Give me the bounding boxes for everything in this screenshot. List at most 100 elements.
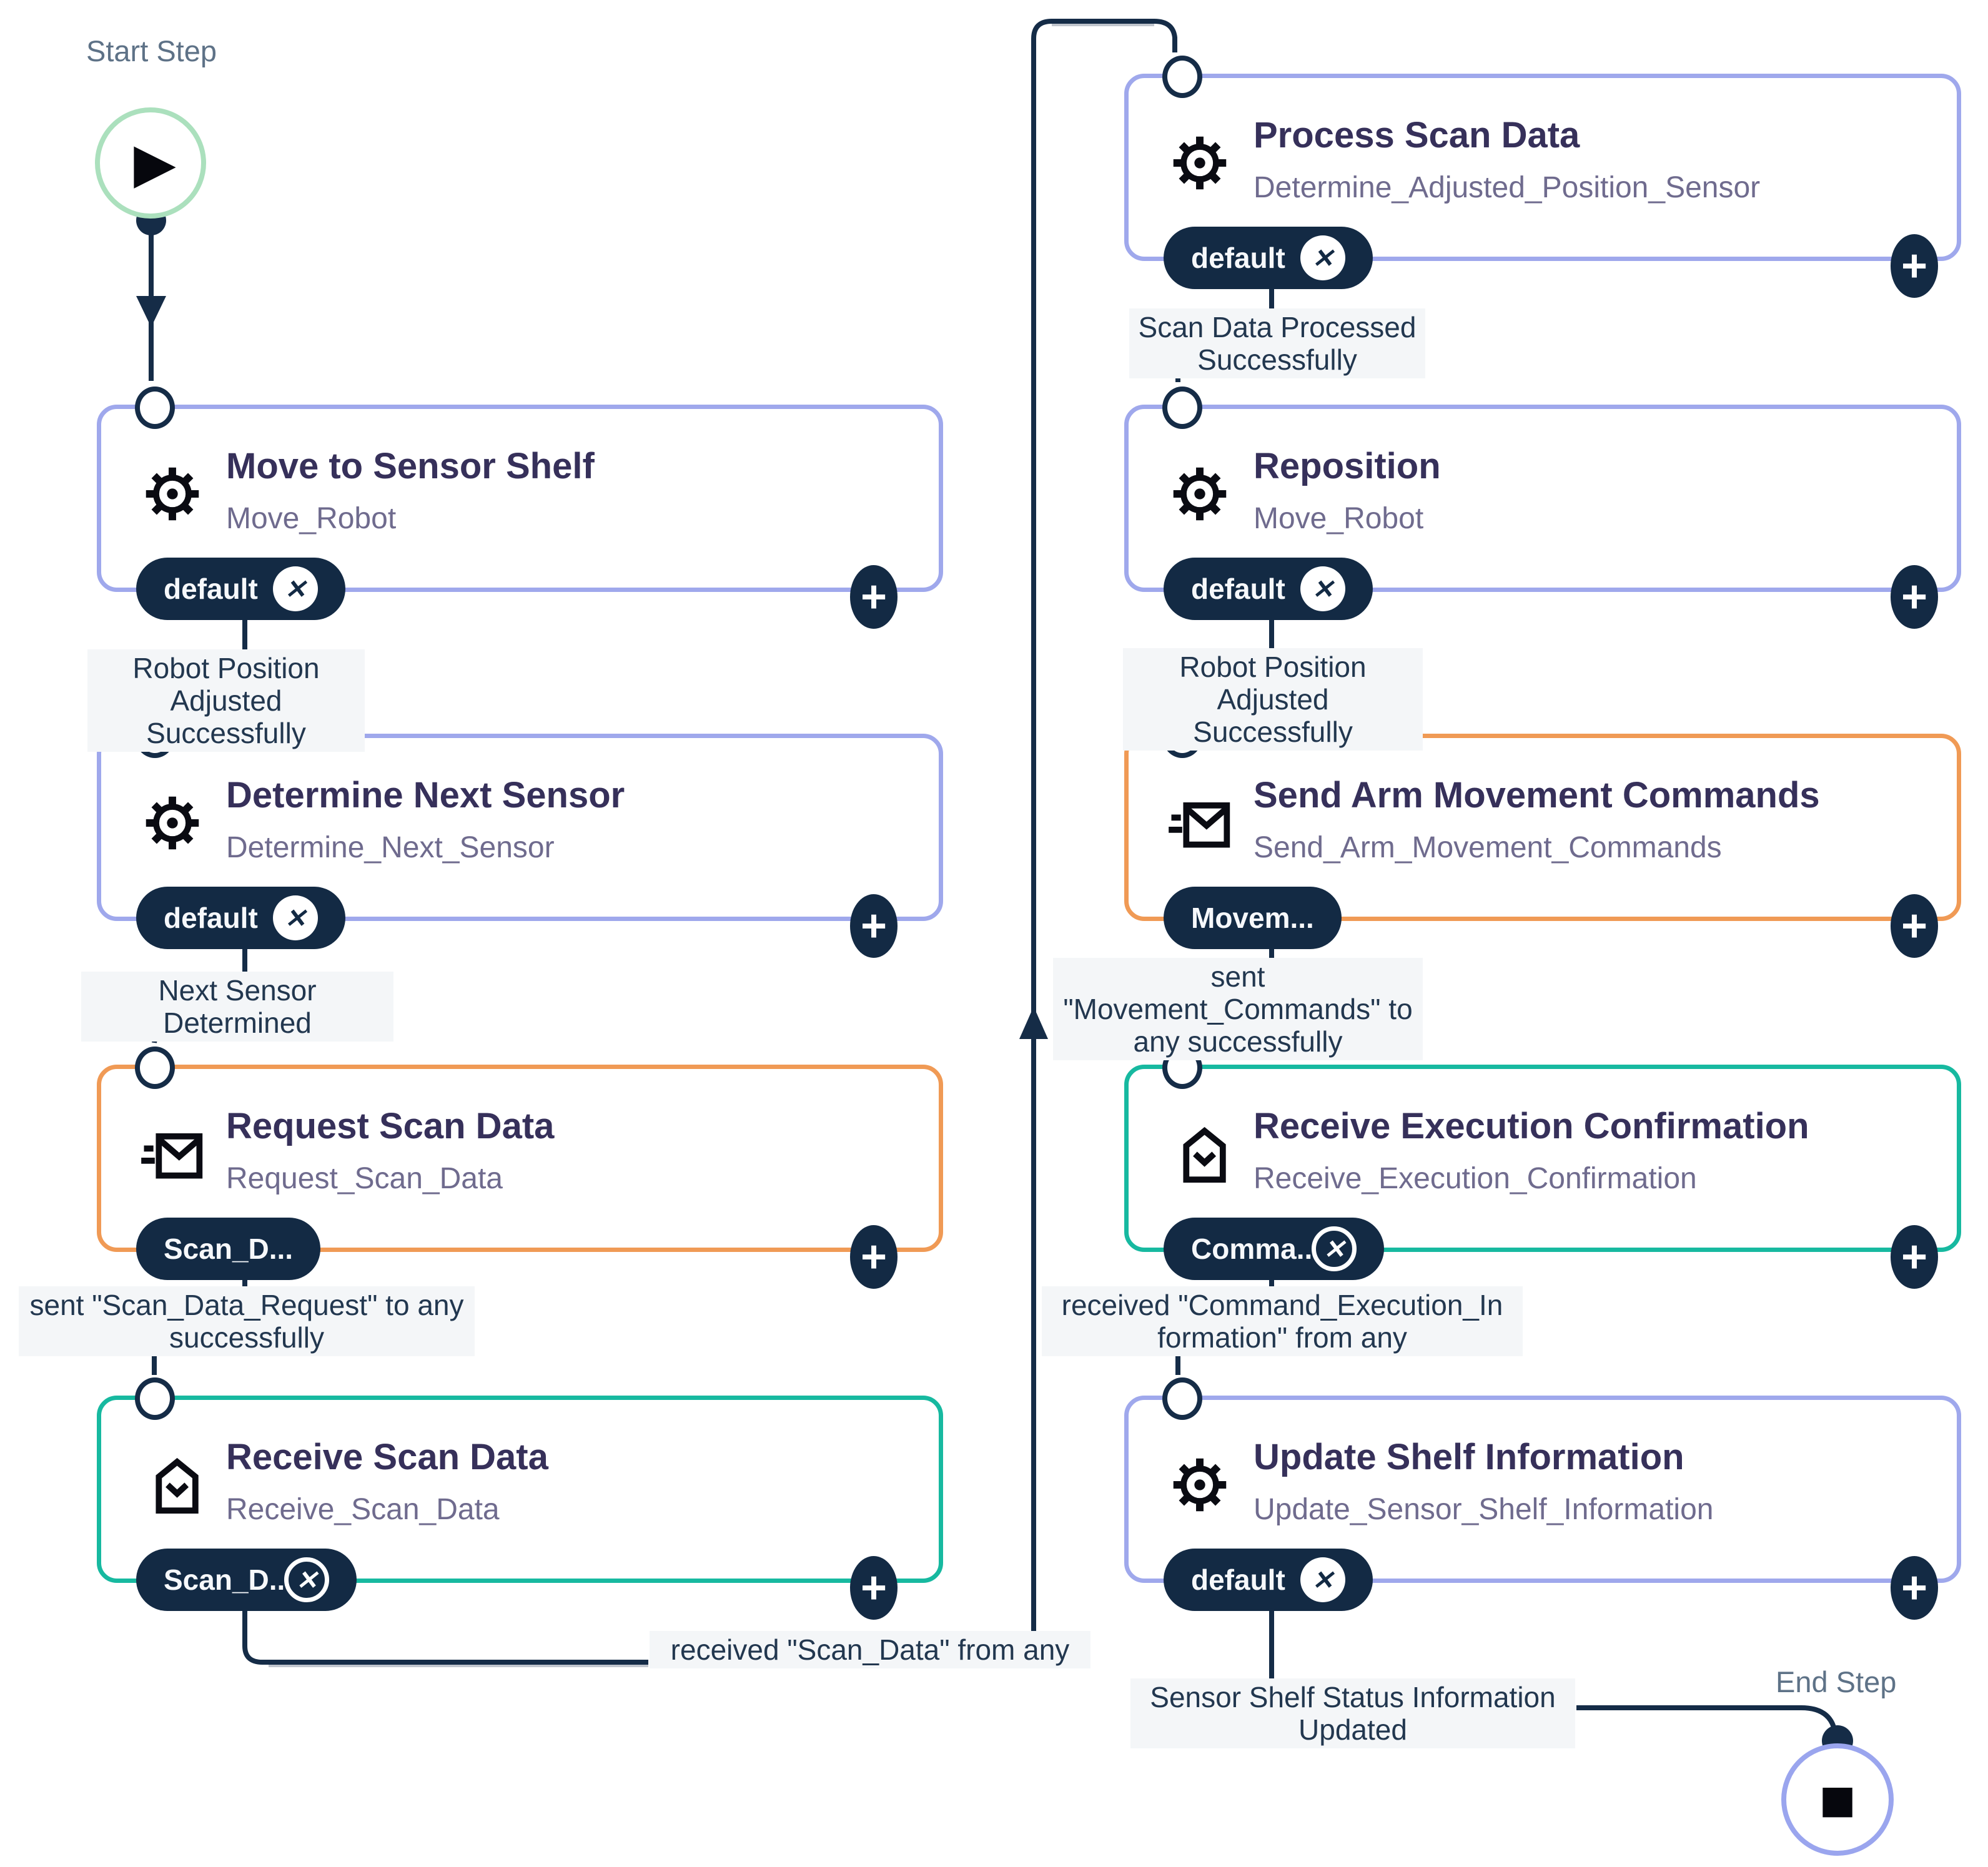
- branch-pill[interactable]: Movem...: [1164, 887, 1342, 949]
- gear-icon: [140, 461, 205, 526]
- plus-icon: +: [1901, 241, 1928, 291]
- branch-pill[interactable]: Scan_D...: [136, 1218, 321, 1280]
- edge-label[interactable]: sent "Movement_Commands" to any successf…: [1053, 958, 1423, 1060]
- close-icon[interactable]: ✕: [1300, 1557, 1345, 1602]
- plus-icon: +: [860, 901, 888, 951]
- step-subtitle: Receive_Execution_Confirmation: [1254, 1162, 1697, 1195]
- step-title: Receive Scan Data: [226, 1437, 548, 1477]
- add-branch-button[interactable]: +: [1891, 234, 1938, 298]
- branch-pill-label: Scan_D...: [164, 1233, 294, 1265]
- input-port[interactable]: [1162, 1377, 1202, 1420]
- add-branch-button[interactable]: +: [850, 894, 898, 958]
- edge-receive-to-process[interactable]: [242, 19, 1177, 1667]
- plus-icon: +: [860, 1232, 888, 1282]
- branch-pill-label: default: [164, 902, 258, 934]
- input-port[interactable]: [1162, 56, 1202, 98]
- gear-icon: [1167, 131, 1232, 195]
- gear-icon: [1167, 1452, 1232, 1517]
- step-subtitle: Send_Arm_Movement_Commands: [1254, 831, 1722, 864]
- step-subtitle: Move_Robot: [1254, 502, 1424, 535]
- end-step-node[interactable]: ■: [1781, 1743, 1894, 1856]
- edge-label[interactable]: received "Command_Execution_In formation…: [1042, 1286, 1523, 1356]
- add-branch-button[interactable]: +: [1891, 894, 1938, 958]
- step-subtitle: Move_Robot: [226, 502, 397, 535]
- branch-pill-label: Scan_D...: [164, 1564, 294, 1596]
- add-branch-button[interactable]: +: [850, 1225, 898, 1289]
- step-title: Reposition: [1254, 446, 1441, 486]
- add-branch-button[interactable]: +: [850, 1556, 898, 1620]
- receive-message-icon: [1167, 1121, 1232, 1186]
- branch-pill[interactable]: Comma... ✕: [1164, 1218, 1385, 1280]
- branch-pill[interactable]: default ✕: [1164, 1549, 1373, 1611]
- start-step-node[interactable]: ▶: [95, 107, 206, 219]
- add-branch-button[interactable]: +: [1891, 565, 1938, 629]
- add-branch-button[interactable]: +: [850, 565, 898, 629]
- edge-label[interactable]: received "Scan_Data" from any: [650, 1631, 1090, 1668]
- step-subtitle: Determine_Next_Sensor: [226, 831, 555, 864]
- step-title: Request Scan Data: [226, 1106, 555, 1146]
- plus-icon: +: [1901, 1563, 1928, 1613]
- step-title: Update Shelf Information: [1254, 1437, 1684, 1477]
- gear-icon: [140, 791, 205, 855]
- input-port[interactable]: [1162, 387, 1202, 429]
- step-node-request-scan-data[interactable]: Request Scan Data Request_Scan_Data Scan…: [97, 1047, 943, 1289]
- plus-icon: +: [1901, 901, 1928, 951]
- branch-pill-label: default: [1191, 1564, 1285, 1596]
- edge-start-to-move[interactable]: [136, 205, 166, 381]
- plus-icon: +: [860, 1563, 888, 1613]
- edge-label[interactable]: Sensor Shelf Status Information Updated: [1130, 1678, 1575, 1748]
- branch-pill-label: Movem...: [1191, 902, 1314, 934]
- close-icon[interactable]: ✕: [272, 895, 318, 940]
- edge-label[interactable]: sent "Scan_Data_Request" to any successf…: [19, 1286, 475, 1356]
- branch-pill-label: default: [1191, 573, 1285, 605]
- step-subtitle: Receive_Scan_Data: [226, 1493, 500, 1526]
- plus-icon: +: [860, 572, 888, 622]
- branch-pill[interactable]: default ✕: [136, 558, 345, 620]
- send-message-icon: [1167, 791, 1232, 855]
- step-node-receive-execution-confirmation[interactable]: Receive Execution Confirmation Receive_E…: [1124, 1047, 1961, 1289]
- branch-pill-label: default: [164, 573, 258, 605]
- step-node-move-to-sensor-shelf[interactable]: Move to Sensor Shelf Move_Robot default …: [97, 387, 943, 629]
- step-subtitle: Update_Sensor_Shelf_Information: [1254, 1493, 1714, 1526]
- step-node-reposition[interactable]: Reposition Move_Robot default ✕ +: [1124, 387, 1961, 629]
- branch-pill[interactable]: default ✕: [136, 887, 345, 949]
- step-title: Send Arm Movement Commands: [1254, 775, 1820, 815]
- step-title: Determine Next Sensor: [226, 775, 625, 815]
- edge-label[interactable]: Robot Position Adjusted Successfully: [87, 649, 365, 752]
- edge-label[interactable]: Robot Position Adjusted Successfully: [1123, 648, 1423, 751]
- stop-icon: ■: [1819, 1765, 1856, 1834]
- branch-pill[interactable]: default ✕: [1164, 558, 1373, 620]
- step-node-determine-next-sensor[interactable]: Determine Next Sensor Determine_Next_Sen…: [97, 716, 943, 958]
- receive-message-icon: [140, 1452, 205, 1517]
- step-node-send-arm-movement-commands[interactable]: Send Arm Movement Commands Send_Arm_Move…: [1124, 716, 1961, 958]
- input-port[interactable]: [135, 1047, 175, 1089]
- step-title: Move to Sensor Shelf: [226, 446, 595, 486]
- gear-icon: [1167, 461, 1232, 526]
- close-icon[interactable]: ✕: [272, 566, 318, 611]
- add-branch-button[interactable]: +: [1891, 1556, 1938, 1620]
- edge-label[interactable]: Scan Data Processed Successfully: [1129, 308, 1425, 378]
- step-subtitle: Determine_Adjusted_Position_Sensor: [1254, 171, 1761, 204]
- input-port[interactable]: [135, 387, 175, 429]
- edge-label[interactable]: Next Sensor Determined: [81, 972, 393, 1042]
- input-port[interactable]: [135, 1377, 175, 1420]
- step-node-receive-scan-data[interactable]: Receive Scan Data Receive_Scan_Data Scan…: [97, 1377, 943, 1620]
- add-branch-button[interactable]: +: [1891, 1225, 1938, 1289]
- close-icon[interactable]: ✕: [284, 1557, 330, 1602]
- play-icon: ▶: [134, 132, 176, 194]
- plus-icon: +: [1901, 572, 1928, 622]
- branch-pill-label: default: [1191, 242, 1285, 274]
- close-icon[interactable]: ✕: [1312, 1226, 1357, 1271]
- plus-icon: +: [1901, 1232, 1928, 1282]
- end-step-label: End Step: [1776, 1665, 1897, 1698]
- branch-pill[interactable]: default ✕: [1164, 227, 1373, 289]
- start-step-label: Start Step: [86, 34, 217, 67]
- step-node-update-shelf-information[interactable]: Update Shelf Information Update_Sensor_S…: [1124, 1377, 1961, 1620]
- step-node-process-scan-data[interactable]: Process Scan Data Determine_Adjusted_Pos…: [1124, 56, 1961, 298]
- close-icon[interactable]: ✕: [1300, 566, 1345, 611]
- branch-pill[interactable]: Scan_D... ✕: [136, 1549, 357, 1611]
- branch-pill-label: Comma...: [1191, 1233, 1321, 1265]
- close-icon[interactable]: ✕: [1300, 235, 1345, 280]
- step-title: Process Scan Data: [1254, 115, 1580, 155]
